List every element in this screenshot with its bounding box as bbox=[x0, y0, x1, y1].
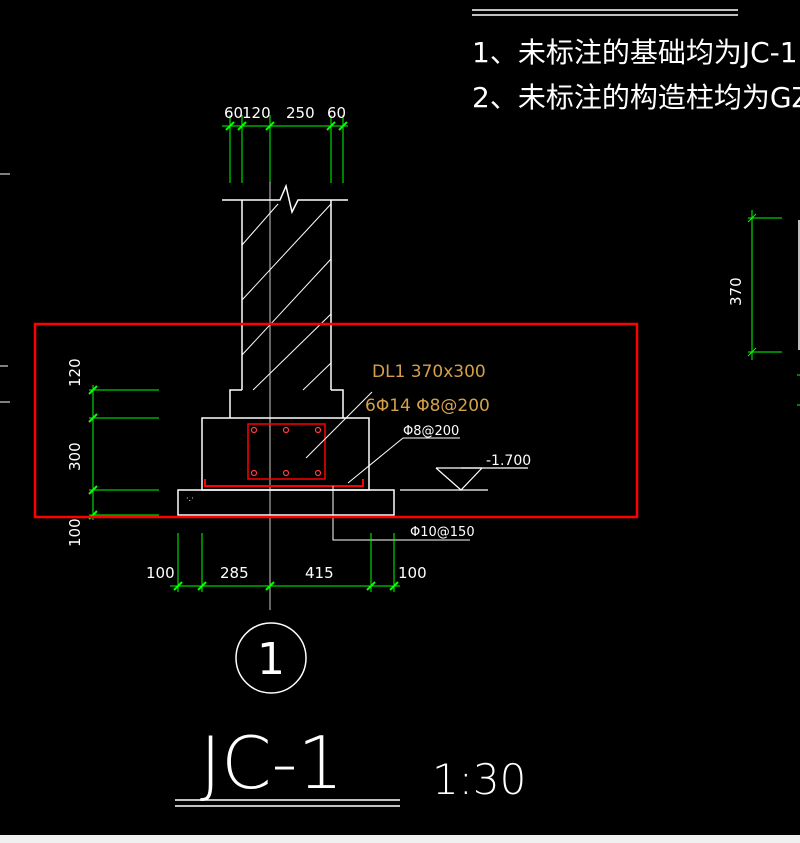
right-dimension-lines bbox=[747, 210, 800, 406]
note-line-2: 2、未标注的构造柱均为GZ-1 bbox=[472, 81, 800, 114]
bottom-bar-leader bbox=[332, 486, 470, 541]
detail-title: JC-1 bbox=[200, 721, 343, 805]
foundation-slab bbox=[177, 489, 395, 516]
dim-bottom-100-right: 100 bbox=[398, 564, 427, 582]
dim-top-60-left: 60 bbox=[224, 104, 243, 122]
bottom-dimension-ticks bbox=[173, 581, 399, 591]
detail-number: 1 bbox=[257, 634, 285, 685]
beam-name-label: DL1 370x300 bbox=[372, 362, 486, 382]
dim-bottom-415: 415 bbox=[305, 564, 334, 582]
highlight-box bbox=[33, 322, 639, 519]
wall-outline bbox=[222, 183, 348, 418]
elevation-marker bbox=[400, 467, 528, 491]
title-underline bbox=[175, 799, 400, 807]
dim-left-300: 300 bbox=[66, 442, 84, 471]
elevation-label: -1.700 bbox=[486, 453, 531, 469]
left-dimension-lines bbox=[89, 385, 159, 520]
dim-top-60-right: 60 bbox=[327, 104, 346, 122]
beam-rebar-leader bbox=[305, 391, 373, 459]
bottom-dimension-lines bbox=[170, 533, 400, 592]
slab-hatch-dots: ·.· bbox=[186, 494, 194, 503]
left-edge-fragments bbox=[0, 173, 10, 403]
bottom-scrollbar[interactable] bbox=[0, 835, 800, 843]
dim-left-120: 120 bbox=[66, 358, 84, 387]
dim-right-370: 370 bbox=[727, 277, 745, 306]
dim-top-120: 120 bbox=[242, 104, 271, 122]
stirrup-leader bbox=[347, 437, 404, 484]
slab-bottom-bar bbox=[204, 479, 364, 487]
beam-rebar-label: 6Φ14 Φ8@200 bbox=[365, 396, 490, 416]
beam-stirrup bbox=[247, 423, 326, 480]
bottom-bar-callout: Φ10@150 bbox=[410, 525, 475, 540]
detail-scale: 1:30 bbox=[432, 755, 526, 804]
note-line-1: 1、未标注的基础均为JC-1 bbox=[472, 36, 798, 69]
stirrup-callout: Φ8@200 bbox=[403, 424, 459, 439]
notes-underline bbox=[472, 9, 738, 16]
dim-left-100: 100 bbox=[66, 518, 84, 547]
top-dimension-lines bbox=[222, 115, 348, 183]
dim-bottom-100-left: 100 bbox=[146, 564, 175, 582]
detail-number-circle bbox=[235, 622, 307, 694]
dim-bottom-285: 285 bbox=[220, 564, 249, 582]
beam-longitudinal-bars bbox=[250, 426, 322, 477]
wall-hatch bbox=[241, 203, 332, 391]
top-dimension-ticks bbox=[225, 121, 348, 131]
dim-top-250: 250 bbox=[286, 104, 315, 122]
